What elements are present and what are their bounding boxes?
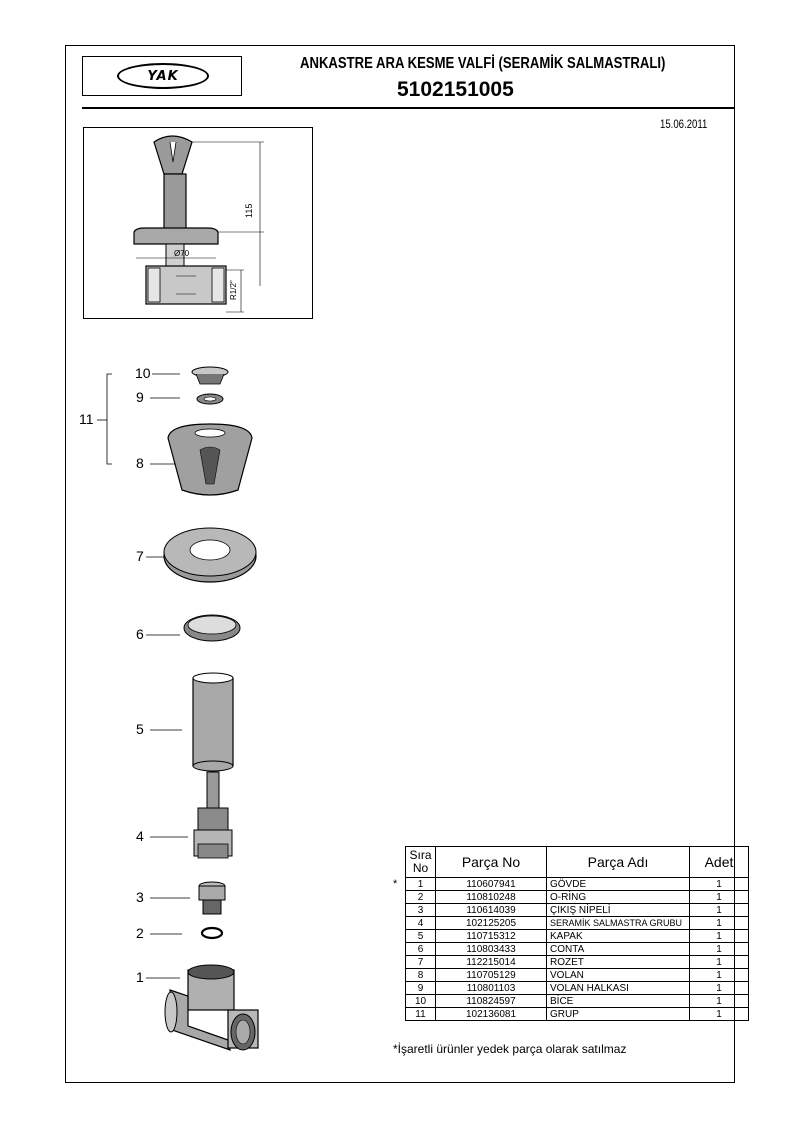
row-part-no: 110705129 (435, 968, 547, 982)
callout-8: 8 (136, 455, 144, 471)
row-part-name: O-RİNG (546, 890, 690, 904)
page-title: ANKASTRE ARA KESME VALFİ (SERAMİK SALMAS… (300, 55, 666, 72)
footnote: *İşaretli ürünler yedek parça olarak sat… (393, 1042, 627, 1056)
callout-3: 3 (136, 889, 144, 905)
row-qty: 1 (689, 916, 749, 930)
callout-7: 7 (136, 548, 144, 564)
col-header-part-name: Parça Adı (546, 846, 690, 878)
callout-1: 1 (136, 969, 144, 985)
callout-9: 9 (136, 389, 144, 405)
drawing-frame (65, 45, 735, 1083)
col-header-part-no: Parça No (435, 846, 547, 878)
row-no: 10 (405, 994, 436, 1008)
row-qty: 1 (689, 903, 749, 917)
part-6-gasket (183, 614, 241, 642)
row-part-name: VOLAN HALKASI (546, 981, 690, 995)
part-10-cap (191, 366, 229, 385)
row-qty: 1 (689, 994, 749, 1008)
table-header-row: Sıra No Parça No Parça Adı Adet (405, 846, 749, 878)
row-part-name: GRUP (546, 1007, 690, 1021)
row-part-no: 110824597 (435, 994, 547, 1008)
row-no: 9 (405, 981, 436, 995)
row-qty: 1 (689, 955, 749, 969)
row-no: 5 (405, 929, 436, 943)
col-header-qty: Adet (689, 846, 749, 878)
spare-part-star-mark: * (393, 878, 398, 890)
row-no: 8 (405, 968, 436, 982)
row-no: 2 (405, 890, 436, 904)
row-part-no: 110614039 (435, 903, 547, 917)
row-qty: 1 (689, 968, 749, 982)
row-part-name: SERAMİK SALMASTRA GRUBU (546, 916, 690, 930)
row-qty: 1 (689, 942, 749, 956)
logo-box: YAK (82, 56, 242, 96)
row-part-name: BİCE (546, 994, 690, 1008)
row-part-no: 102125205 (435, 916, 547, 930)
part-1-body (164, 964, 259, 1051)
row-qty: 1 (689, 1007, 749, 1021)
part-3-outlet-nipple (198, 881, 226, 915)
diameter-dimension: Ø70 (174, 249, 190, 258)
part-5-cover (192, 672, 234, 772)
callout-11: 11 (79, 411, 94, 427)
part-2-o-ring (200, 926, 224, 940)
row-part-no: 110803433 (435, 942, 547, 956)
row-part-name: ROZET (546, 955, 690, 969)
row-no: 3 (405, 903, 436, 917)
row-no: 7 (405, 955, 436, 969)
row-qty: 1 (689, 877, 749, 891)
part-9-handle-ring (196, 393, 224, 405)
row-qty: 1 (689, 890, 749, 904)
row-part-name: ÇIKIŞ NİPELİ (546, 903, 690, 917)
row-part-no: 110801103 (435, 981, 547, 995)
row-no: 4 (405, 916, 436, 930)
brand-logo: YAK (117, 63, 209, 89)
row-no: 1 (405, 877, 436, 891)
product-code: 5102151005 (397, 78, 514, 101)
col-header-no: Sıra No (405, 846, 436, 878)
row-part-name: VOLAN (546, 968, 690, 982)
callout-5: 5 (136, 721, 144, 737)
callout-10: 10 (135, 365, 151, 381)
row-qty: 1 (689, 981, 749, 995)
row-part-name: KAPAK (546, 929, 690, 943)
height-dimension: 115 (244, 204, 254, 218)
row-part-name: GÖVDE (546, 877, 690, 891)
row-part-name: CONTA (546, 942, 690, 956)
part-7-rosette (163, 527, 257, 583)
assembly-drawing-box: 115 Ø70 R1/2" (83, 127, 313, 319)
row-qty: 1 (689, 929, 749, 943)
row-part-no: 110607941 (435, 877, 547, 891)
part-8-handle (167, 423, 253, 496)
document-date: 15.06.2011 (660, 117, 708, 131)
part-4-ceramic-cartridge (193, 771, 233, 859)
callout-4: 4 (136, 828, 144, 844)
row-part-no: 102136081 (435, 1007, 547, 1021)
callout-2: 2 (136, 925, 144, 941)
header-divider (82, 107, 735, 109)
row-part-no: 110810248 (435, 890, 547, 904)
row-no: 6 (405, 942, 436, 956)
row-part-no: 112215014 (435, 955, 547, 969)
callout-6: 6 (136, 626, 144, 642)
thread-dimension: R1/2" (229, 280, 238, 300)
row-no: 11 (405, 1007, 436, 1021)
assembled-valve-drawing: 115 Ø70 R1/2" (133, 135, 264, 313)
row-part-no: 110715312 (435, 929, 547, 943)
